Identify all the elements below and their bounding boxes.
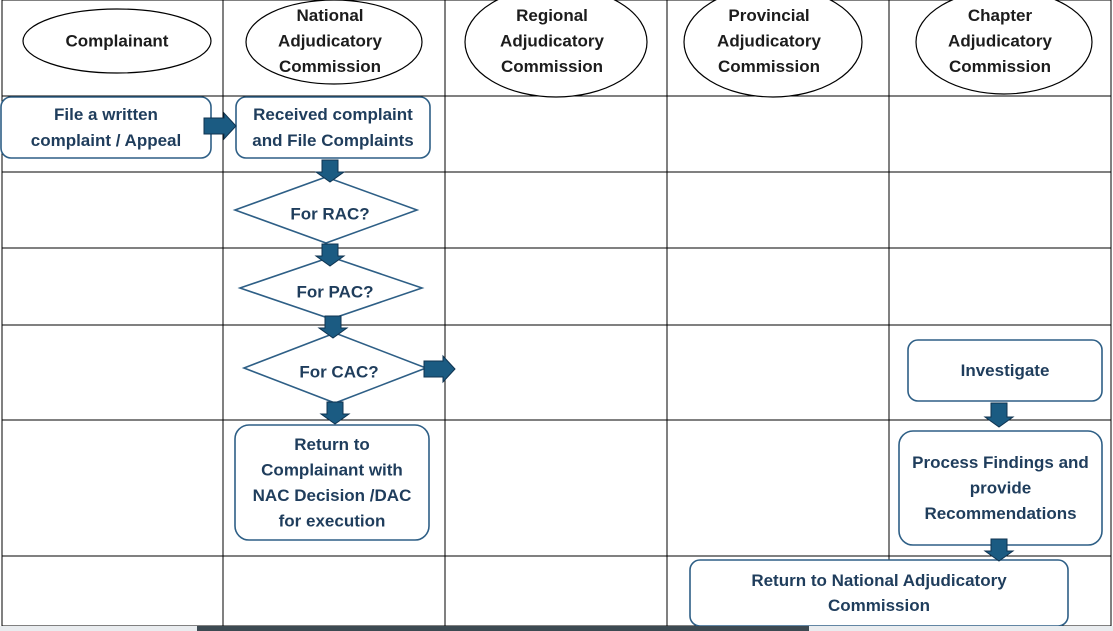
lane-header-ellipse <box>464 0 648 98</box>
arrow-for-cac-to-rac <box>423 354 456 384</box>
node-label: provide <box>970 479 1031 498</box>
horizontal-scrollbar[interactable] <box>0 626 1113 631</box>
lane-header-label: Provincial <box>728 6 809 25</box>
node-return-nac: Return to National AdjudicatoryCommissio… <box>689 559 1069 627</box>
node-label: For CAC? <box>299 363 378 382</box>
node-label: and File Complaints <box>252 131 414 150</box>
lane-header-ellipse <box>915 0 1093 95</box>
process-box <box>907 339 1103 402</box>
arrow-investigate-to-process-findings <box>983 402 1015 428</box>
node-received-complaint: Received complaint and File Complaints <box>235 96 431 159</box>
lane-header-label: Adjudicatory <box>278 32 382 51</box>
node-label: Return to <box>294 435 370 454</box>
lane-header-label: Adjudicatory <box>500 32 604 51</box>
lane-header-label: Commission <box>718 57 820 76</box>
node-process-findings: Process Findings and provideRecommendatio… <box>898 430 1103 546</box>
arrow-received-complaint-to-for-rac <box>314 159 346 183</box>
lane-header-ellipse <box>245 0 423 85</box>
lane-header-complainant: Complainant <box>22 8 212 74</box>
lane-header-label: Adjudicatory <box>948 32 1052 51</box>
lane-header-label: Commission <box>949 57 1051 76</box>
node-label: Complainant with <box>261 460 403 479</box>
node-label: Process Findings and <box>912 453 1089 472</box>
lane-header-label: Adjudicatory <box>717 32 821 51</box>
arrow-for-rac-to-for-pac <box>314 243 346 267</box>
decision-diamond <box>232 176 420 244</box>
arrow-process-findings-to-return-nac <box>983 538 1015 562</box>
process-box <box>235 96 431 159</box>
node-label: Investigate <box>961 361 1050 380</box>
node-label: For PAC? <box>296 283 373 302</box>
lane-header-ellipse <box>683 0 863 98</box>
lane-header-ellipse <box>22 8 212 74</box>
node-for-rac: For RAC? <box>232 176 420 244</box>
node-for-pac: For PAC? <box>237 256 425 320</box>
lane-header-label: Complainant <box>66 32 169 51</box>
node-label: For RAC? <box>290 205 369 224</box>
node-label: Commission <box>828 596 930 615</box>
arrow-for-pac-to-for-cac <box>317 315 349 339</box>
lane-header-label: Commission <box>501 57 603 76</box>
node-for-cac: For CAC? <box>241 332 429 404</box>
node-label: NAC Decision /DAC <box>253 486 412 505</box>
node-investigate: Investigate <box>907 339 1103 402</box>
node-label: Return to National Adjudicatory <box>751 571 1007 590</box>
lane-header-label: National <box>296 6 363 25</box>
node-label: Received complaint <box>253 105 413 124</box>
node-file-complaint: File a written complaint / Appeal <box>0 96 212 159</box>
node-label: File a written <box>54 105 158 124</box>
lane-header-label: Regional <box>516 6 588 25</box>
arrow-for-cac-to-return-complainant <box>319 401 351 425</box>
arrow-file-complaint-to-received-complaint <box>203 111 237 141</box>
lane-header-label: Commission <box>279 57 381 76</box>
process-box <box>689 559 1069 627</box>
scrollbar-thumb[interactable] <box>197 626 809 631</box>
node-label: Recommendations <box>924 504 1076 523</box>
node-label: for execution <box>279 511 386 530</box>
lane-header-label: Chapter <box>968 6 1033 25</box>
node-label: complaint / Appeal <box>31 131 182 150</box>
process-box <box>234 424 430 541</box>
